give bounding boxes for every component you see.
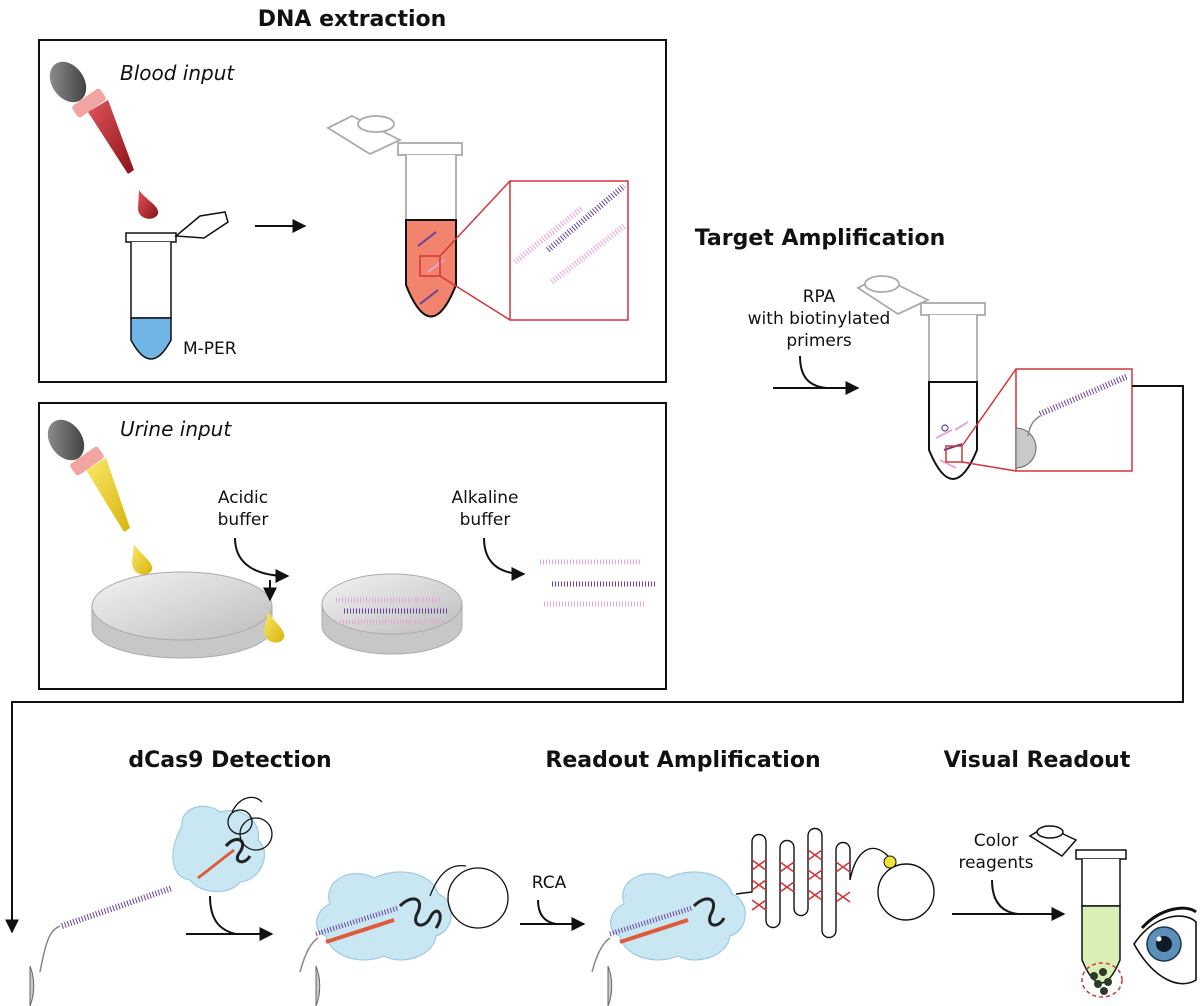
urine-flowthrough-drop: [264, 612, 285, 643]
eye-icon: [1133, 906, 1197, 985]
rpa-arrow-hook: [799, 355, 827, 389]
color-label-1: Color: [974, 831, 1018, 851]
urine-dropper: [47, 419, 130, 532]
blood-zoom-line-bottom: [439, 275, 511, 321]
acidic-arrow: [234, 537, 290, 583]
title-target-amplification: Target Amplification: [695, 226, 946, 251]
blood-dropper: [49, 61, 134, 174]
readout-tube: [1028, 825, 1127, 998]
rpa-zoom-line-bottom: [961, 461, 1017, 472]
dcas9-arrow-hook: [209, 895, 237, 935]
urine-input-panel: [38, 402, 667, 690]
rpa-label-1: RPA: [803, 287, 836, 307]
filter-disc-left: [91, 571, 273, 659]
title-readout-amplification: Readout Amplification: [545, 748, 820, 773]
rca-complex: [609, 871, 746, 961]
bead-detect-middle: [299, 937, 321, 1006]
filter-disc-right: [321, 573, 463, 655]
bead-readout: [591, 937, 613, 1006]
blood-zoom-line-top: [439, 180, 511, 257]
rca-arrow-hook: [537, 899, 557, 925]
dcas9-bound-complex: [315, 864, 509, 961]
rpa-zoom-line-top: [961, 368, 1017, 447]
eluted-dna: [540, 559, 656, 607]
rca-label: RCA: [532, 873, 567, 893]
rpa-label-2: with biotinylated: [748, 309, 891, 329]
blood-input-panel: [38, 39, 667, 383]
blood-drop: [138, 190, 159, 219]
rca-product: [735, 827, 935, 939]
rpa-zoom-content: [1015, 373, 1130, 469]
color-label-2: reagents: [958, 853, 1033, 873]
alkaline-label-2: buffer: [460, 510, 511, 530]
blood-input-label: Blood input: [120, 61, 235, 85]
dcas9-complex-free: [172, 796, 273, 893]
color-arrow-hook: [991, 879, 1019, 915]
urine-input-label: Urine input: [120, 417, 232, 441]
blood-zoom-box: [509, 180, 629, 321]
blood-zoom-dna: [513, 183, 626, 285]
bead-detect-left: [29, 885, 173, 1006]
lysate-tube: [326, 114, 463, 318]
title-dna-extraction: DNA extraction: [258, 7, 447, 32]
alkaline-label-1: Alkaline: [452, 488, 519, 508]
connector-line: [5, 385, 1184, 934]
acidic-label-1: Acidic: [218, 488, 268, 508]
acidic-label-2: buffer: [218, 510, 269, 530]
title-dcas9-detection: dCas9 Detection: [128, 748, 331, 773]
alkaline-arrow: [483, 537, 526, 581]
urine-drop: [132, 544, 153, 575]
rpa-tube: [856, 274, 986, 480]
mper-tube: [125, 211, 229, 360]
rpa-label-3: primers: [786, 331, 852, 351]
mper-label: M-PER: [183, 339, 237, 359]
title-visual-readout: Visual Readout: [944, 748, 1131, 773]
